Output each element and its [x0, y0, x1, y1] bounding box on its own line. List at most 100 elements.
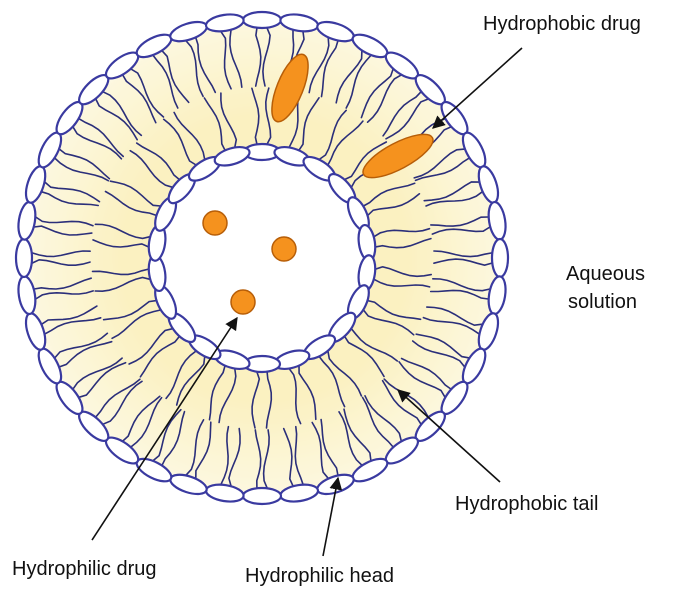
- phospholipid-tail: [102, 299, 158, 321]
- phospholipid-tail: [251, 371, 261, 429]
- phospholipid-tail: [338, 411, 363, 466]
- label-hydrophilic-head: Hydrophilic head: [245, 565, 394, 587]
- phospholipid-tail: [311, 421, 329, 480]
- phospholipid-tail: [430, 216, 490, 227]
- phospholipid-tail: [185, 419, 205, 476]
- phospholipid-tail: [308, 36, 330, 94]
- phospholipid-tail: [228, 427, 241, 487]
- label-hydrophilic-drug: Hydrophilic drug: [12, 558, 157, 580]
- phospholipid-tail: [343, 408, 372, 462]
- phospholipid-tail: [282, 427, 294, 487]
- hydrophobic-drug-ellipse: [362, 133, 434, 179]
- phospholipid-tail: [400, 357, 452, 390]
- phospholipid-tail: [161, 50, 190, 104]
- phospholipid-tail: [220, 30, 232, 90]
- phospholipid-tail: [175, 355, 206, 406]
- phospholipid-tail: [130, 396, 163, 448]
- phospholipid-tail: [364, 395, 403, 442]
- phospholipid-head: [213, 145, 251, 167]
- phospholipid-tail: [58, 148, 111, 180]
- phospholipid-tail: [385, 98, 429, 140]
- phospholipid-tail: [54, 157, 110, 182]
- phospholipid-tail: [40, 191, 99, 207]
- hydrophilic-drug-circle: [202, 210, 228, 236]
- phospholipid-tail: [92, 239, 150, 248]
- phospholipid-tail: [129, 149, 174, 189]
- phospholipid-tail: [109, 180, 162, 207]
- phospholipid-tail: [414, 157, 470, 182]
- phospholipid-tail: [320, 418, 339, 476]
- phospholipid-tail: [128, 327, 174, 365]
- phospholipid-tail: [135, 142, 181, 181]
- phospholipid-tail: [361, 396, 394, 448]
- phospholipid-tail: [423, 181, 480, 202]
- phospholipid-tail: [220, 92, 238, 149]
- phospholipid-tail: [33, 225, 93, 236]
- phospholipid-tail: [162, 118, 197, 166]
- phospholipid-tail: [374, 237, 432, 249]
- phospholipid-tail: [411, 340, 466, 368]
- label-hydrophobic-drug: Hydrophobic drug: [483, 13, 641, 35]
- phospholipid-tail: [426, 306, 484, 327]
- phospholipid-tail: [350, 327, 399, 362]
- phospholipid-tail: [78, 117, 124, 158]
- phospholipid-head: [14, 237, 34, 279]
- phospholipid-tail: [415, 333, 470, 359]
- phospholipid-tail: [373, 227, 431, 238]
- phospholipid-tail: [195, 421, 212, 480]
- label-hydrophobic-tail: Hydrophobic tail: [455, 493, 598, 515]
- labels: Hydrophobic drug Aqueous solution Hydrop…: [12, 13, 645, 587]
- phospholipid-tail: [165, 350, 197, 400]
- phospholipid-tail: [229, 29, 243, 88]
- arrow-hydrophilic-head: [322, 476, 343, 557]
- hydrophilic-drugs: [202, 210, 297, 315]
- phospholipid-tail: [433, 250, 493, 258]
- arrow-hydrophobic-drug: [432, 47, 523, 129]
- phospholipid-tail: [102, 380, 143, 425]
- phospholipid-tail: [121, 74, 157, 124]
- phospholipid-tail: [72, 126, 123, 160]
- phospholipid-tail: [31, 258, 91, 266]
- phospholipid-tail: [422, 316, 480, 335]
- phospholipid-tail: [121, 395, 161, 442]
- hydrophobic-tails: [31, 27, 493, 489]
- phospholipid-tail: [208, 365, 226, 421]
- phospholipid-tail: [264, 87, 272, 145]
- phospholipid-tail: [91, 268, 150, 276]
- phospholipid-tail: [398, 361, 446, 399]
- phospholipid-tail: [58, 340, 113, 368]
- phospholipid-tail: [254, 27, 262, 87]
- phospholipid-tail: [78, 361, 127, 399]
- phospholipid-tail: [195, 36, 217, 94]
- phospholipid-tail: [366, 193, 421, 217]
- hydrophobic-drugs: [271, 53, 434, 179]
- phospholipid-head: [204, 13, 245, 33]
- phospholipid-tail: [327, 120, 364, 166]
- phospholipid-tail: [362, 182, 416, 207]
- phospholipid-tail: [31, 250, 91, 258]
- phospholipid-tail: [429, 289, 490, 300]
- phospholipid-head: [241, 10, 283, 30]
- phospholipid-tail: [33, 277, 92, 290]
- phospholipid-tail: [130, 68, 165, 118]
- phospholipid-tail: [220, 425, 230, 486]
- label-solution: solution: [568, 291, 637, 313]
- phospholipid-tail: [381, 379, 422, 425]
- phospholipid-tail: [335, 50, 363, 104]
- phospholipid-tail: [345, 54, 372, 109]
- phospholipid-tail: [34, 290, 94, 300]
- label-aqueous: Aqueous: [566, 263, 645, 285]
- phospholipid-tail: [265, 371, 273, 429]
- phospholipid-tail: [366, 299, 422, 321]
- phospholipid-tail: [104, 190, 158, 217]
- phospholipid-tail: [382, 91, 422, 137]
- phospholipid-tail: [72, 357, 123, 390]
- phospholipid-tail: [262, 429, 270, 489]
- phospholipid-tail: [94, 276, 151, 293]
- phospholipid-tail: [44, 181, 101, 203]
- phospholipid-tail: [366, 74, 403, 123]
- phospholipid-tail: [173, 111, 206, 161]
- phospholipid-tail: [318, 109, 347, 161]
- phospholipid-tail: [425, 191, 484, 207]
- phospholipid-tail: [95, 378, 141, 418]
